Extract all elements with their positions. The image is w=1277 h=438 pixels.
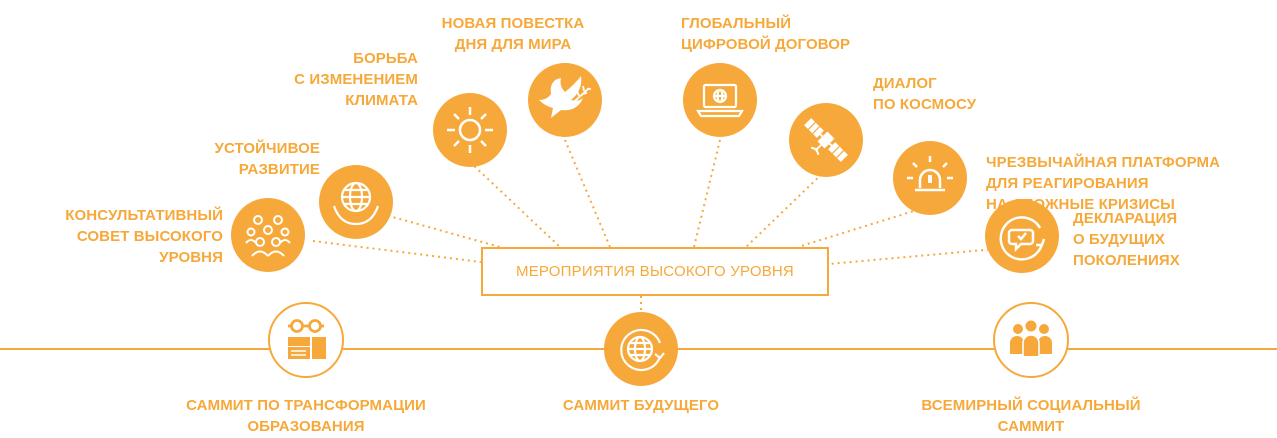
globe-hands-icon — [319, 165, 393, 239]
globe-cycle-icon — [604, 312, 678, 386]
summit-label-social: ВСЕМИРНЫЙ СОЦИАЛЬНЫЙ САММИТ — [921, 397, 1141, 435]
topic-label-peace-agenda: НОВАЯ ПОВЕСТКА ДНЯ ДЛЯ МИРА — [441, 15, 585, 53]
connector-peace — [564, 139, 611, 248]
connectors — [312, 139, 996, 312]
connector-declaration — [828, 248, 996, 265]
connector-advisory — [312, 240, 482, 263]
topic-label-advisory-board: КОНСУЛЬТАТИВНЫЙ СОВЕТ ВЫСОКОГО УРОВНЯ — [65, 207, 223, 266]
connector-emergency — [797, 205, 931, 248]
laptop-globe-icon — [683, 63, 757, 137]
topic-label-emergency-platform: ЧРЕЗВЫЧАЙНАЯ ПЛАТФОРМА ДЛЯ РЕАГИРОВАНИЯ … — [986, 154, 1221, 213]
topic-label-climate: БОРЬБА С ИЗМЕНЕНИЕМ КЛИМАТА — [294, 50, 418, 109]
chat-cycle-icon — [985, 199, 1059, 273]
summit-label-future: САММИТ БУДУЩЕГО — [562, 397, 720, 414]
connector-space — [745, 169, 827, 248]
connector-climate — [469, 161, 561, 248]
people-group-icon — [231, 198, 305, 272]
topic-label-digital-compact: ГЛОБАЛЬНЫЙ ЦИФРОВОЙ ДОГОВОР — [681, 15, 851, 53]
dove-icon — [528, 63, 602, 137]
connector-digital — [693, 139, 721, 248]
sun-icon — [433, 93, 507, 167]
satellite-icon — [789, 103, 863, 177]
topic-label-space-dialogue: ДИАЛОГ ПО КОСМОСУ — [873, 75, 977, 113]
summit-label-education: САММИТ ПО ТРАНСФОРМАЦИИ ОБРАЗОВАНИЯ — [186, 397, 426, 435]
three-people-icon — [993, 302, 1069, 378]
center-box: МЕРОПРИЯТИЯ ВЫСОКОГО УРОВНЯ — [481, 247, 829, 296]
topic-label-future-generations: ДЕКЛАРАЦИЯ О БУДУЩИХ ПОКОЛЕНИЯХ — [1073, 210, 1180, 269]
topic-label-sustainable-development: УСТОЙЧИВОЕ РАЗВИТИЕ — [214, 140, 320, 178]
center-label: МЕРОПРИЯТИЯ ВЫСОКОГО УРОВНЯ — [516, 263, 794, 280]
alarm-light-icon — [893, 141, 967, 215]
glasses-books-icon — [268, 302, 344, 378]
connector-sustainable — [381, 213, 501, 248]
